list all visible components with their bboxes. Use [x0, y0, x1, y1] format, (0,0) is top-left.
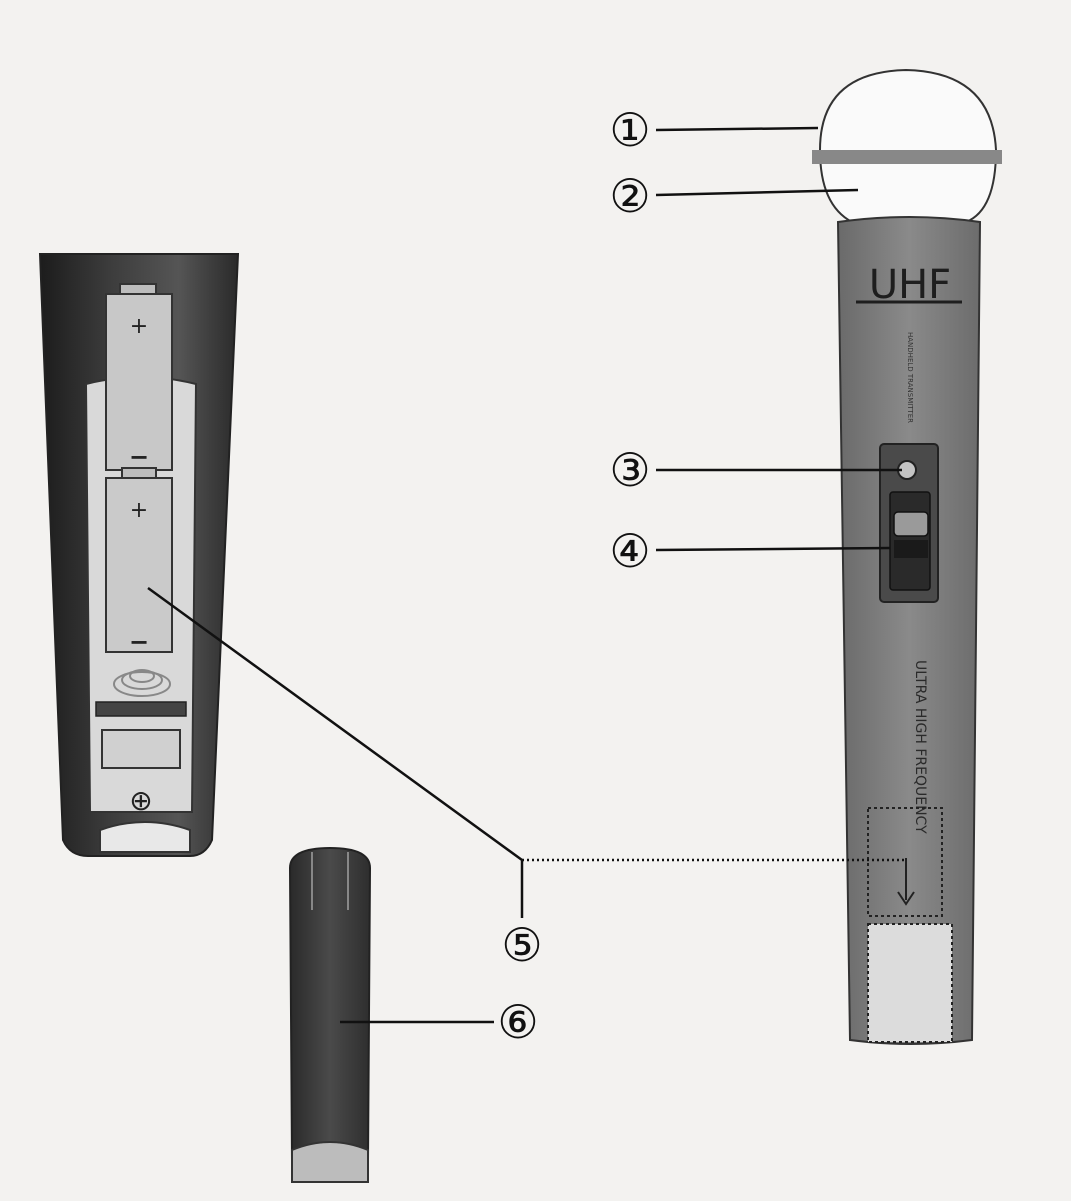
mic-switch-panel	[879, 443, 939, 603]
callout-1: ①	[609, 103, 650, 157]
mic-grille	[812, 68, 1002, 223]
mic-side-text: ULTRA HIGH FREQUENCY	[912, 660, 928, 834]
mic-brand-label: UHF	[869, 262, 951, 308]
battery-lower-plus: +	[130, 498, 148, 523]
callout-6: ⑥	[497, 995, 538, 1049]
battery-door-outline	[867, 807, 943, 917]
callout-5: ⑤	[501, 918, 542, 972]
battery-spring	[113, 669, 171, 697]
ground-symbol: ⊕	[129, 784, 152, 817]
power-switch	[893, 511, 929, 537]
mic-small-text: HANDHELD TRANSMITTER	[906, 332, 914, 423]
battery-upper-plus: +	[130, 314, 148, 339]
battery-lower: + −	[105, 467, 173, 656]
callout-4: ④	[609, 524, 650, 578]
leader-lines	[147, 126, 902, 1024]
battery-lower-minus: −	[129, 628, 149, 656]
callouts: ① ② ③ ④ ⑤ ⑥	[497, 103, 650, 1049]
battery-upper: + −	[105, 283, 173, 471]
callout-2: ②	[609, 169, 650, 223]
battery-cover	[288, 846, 372, 1183]
battery-compartment-view: + − + − ⊕	[38, 253, 240, 857]
microphone: UHF HANDHELD TRANSMITTER ULTRA HIGH FREQ…	[812, 68, 1002, 1045]
battery-upper-minus: −	[129, 443, 149, 471]
callout-3: ③	[609, 443, 650, 497]
